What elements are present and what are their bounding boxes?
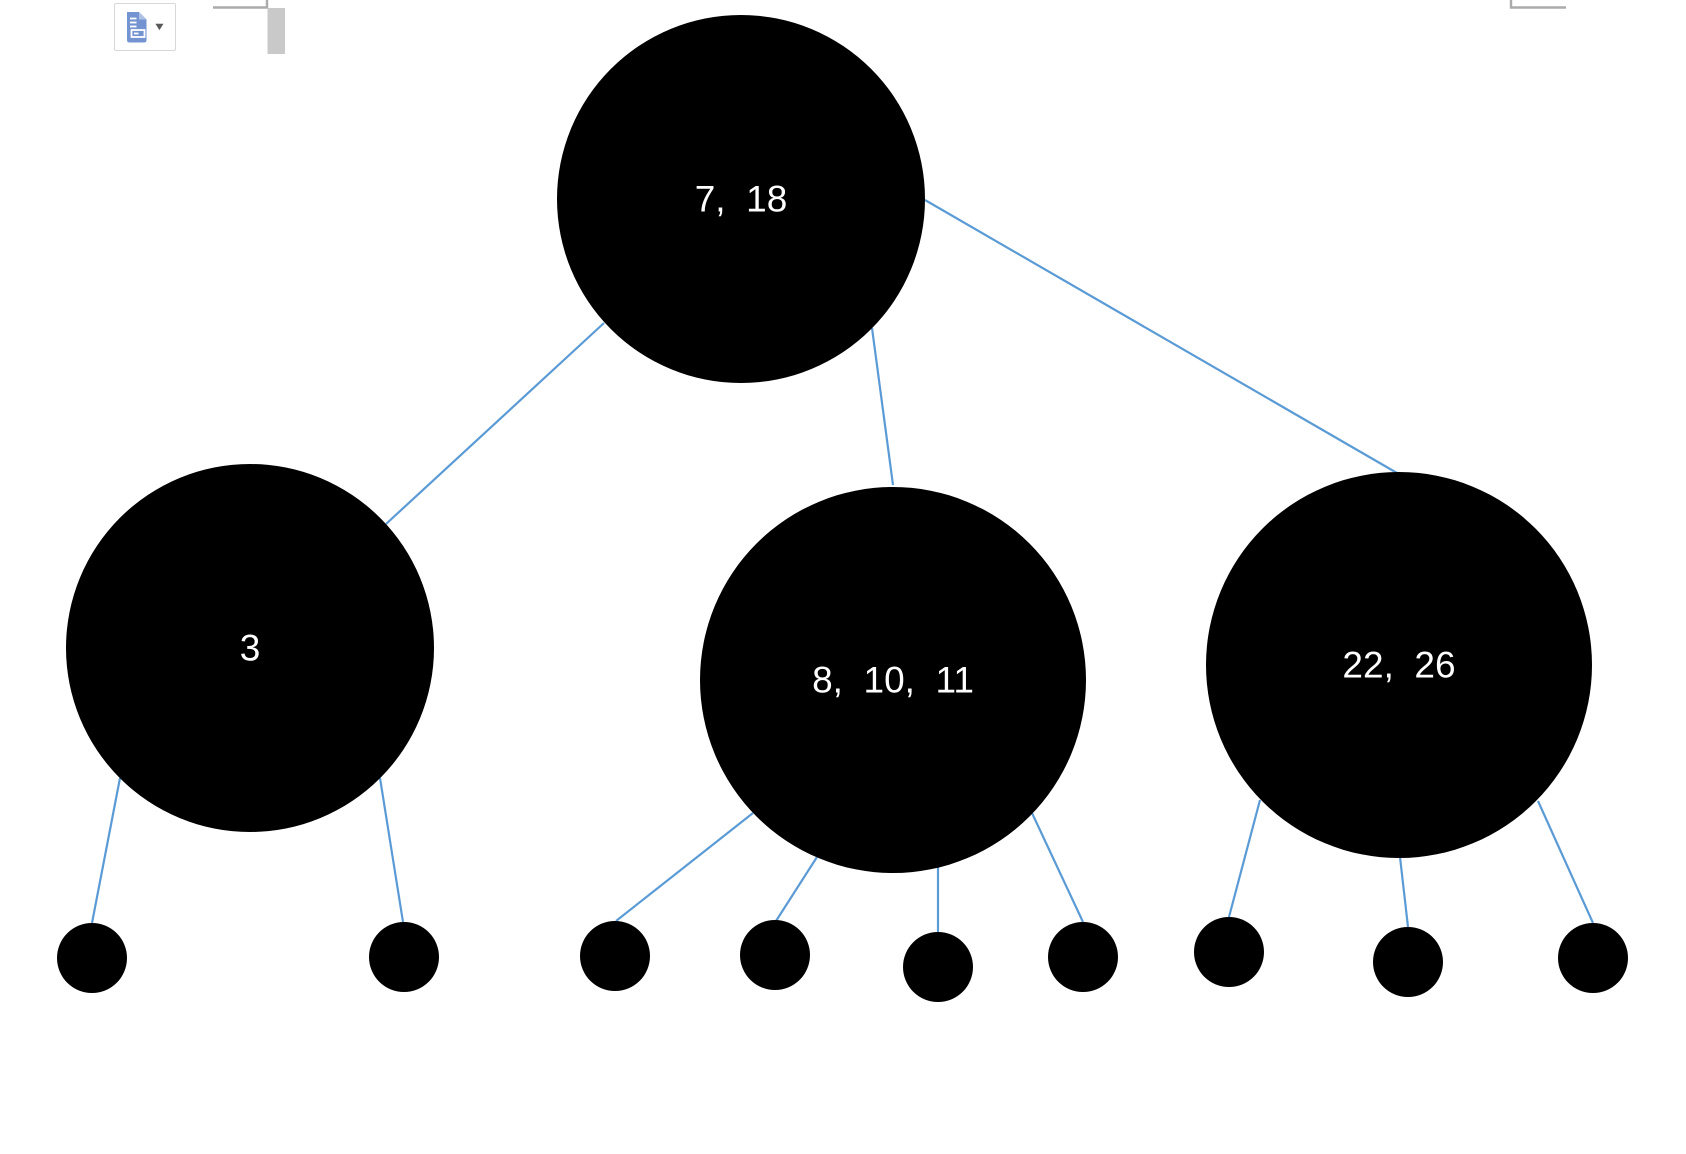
tree-edge-root-left[interactable] — [385, 322, 605, 525]
paste-options-icon — [125, 11, 148, 43]
tree-edge-right-leaf-8[interactable] — [1398, 856, 1410, 928]
tree-leaf-2[interactable] — [369, 922, 439, 992]
tree-leaf-5[interactable] — [903, 932, 973, 1002]
top-right-corner-mark — [1509, 0, 1566, 9]
tree-edge-right-leaf-9[interactable] — [1536, 800, 1595, 924]
tree-leaf-4[interactable] — [740, 920, 810, 990]
tree-node-root[interactable] — [557, 15, 925, 383]
tree-edge-root-middle[interactable] — [870, 327, 895, 486]
tree-node-middle[interactable] — [700, 487, 1086, 873]
dropdown-arrow-icon: ▼ — [152, 20, 167, 33]
tree-edge-middle-leaf-6[interactable] — [1031, 812, 1084, 923]
tree-edge-middle-leaf-3[interactable] — [615, 812, 754, 922]
tree-leaf-7[interactable] — [1194, 917, 1264, 987]
tree-edge-left-leaf-1[interactable] — [90, 777, 122, 924]
tree-edge-right-leaf-7[interactable] — [1227, 799, 1262, 918]
top-left-corner-mark — [213, 0, 269, 9]
tree-node-label-left: 3 — [240, 628, 261, 669]
tree-leaf-9[interactable] — [1558, 923, 1628, 993]
tree-node-right[interactable] — [1206, 472, 1592, 858]
tree-edge-left-leaf-2[interactable] — [378, 777, 405, 923]
tree-node-label-root: 7, 18 — [695, 179, 788, 220]
tree-edge-middle-leaf-4[interactable] — [775, 856, 818, 922]
tree-leaf-8[interactable] — [1373, 927, 1443, 997]
caret-block — [267, 8, 285, 54]
tree-edge-root-right[interactable] — [924, 199, 1398, 474]
tree-node-label-middle: 8, 10, 11 — [812, 660, 974, 701]
tree-leaf-6[interactable] — [1048, 922, 1118, 992]
tree-leaf-3[interactable] — [580, 921, 650, 991]
paste-options-button[interactable]: ▼ — [114, 3, 176, 51]
tree-node-left[interactable] — [66, 464, 434, 832]
tree-node-label-right: 22, 26 — [1342, 645, 1455, 686]
tree-leaf-1[interactable] — [57, 923, 127, 993]
